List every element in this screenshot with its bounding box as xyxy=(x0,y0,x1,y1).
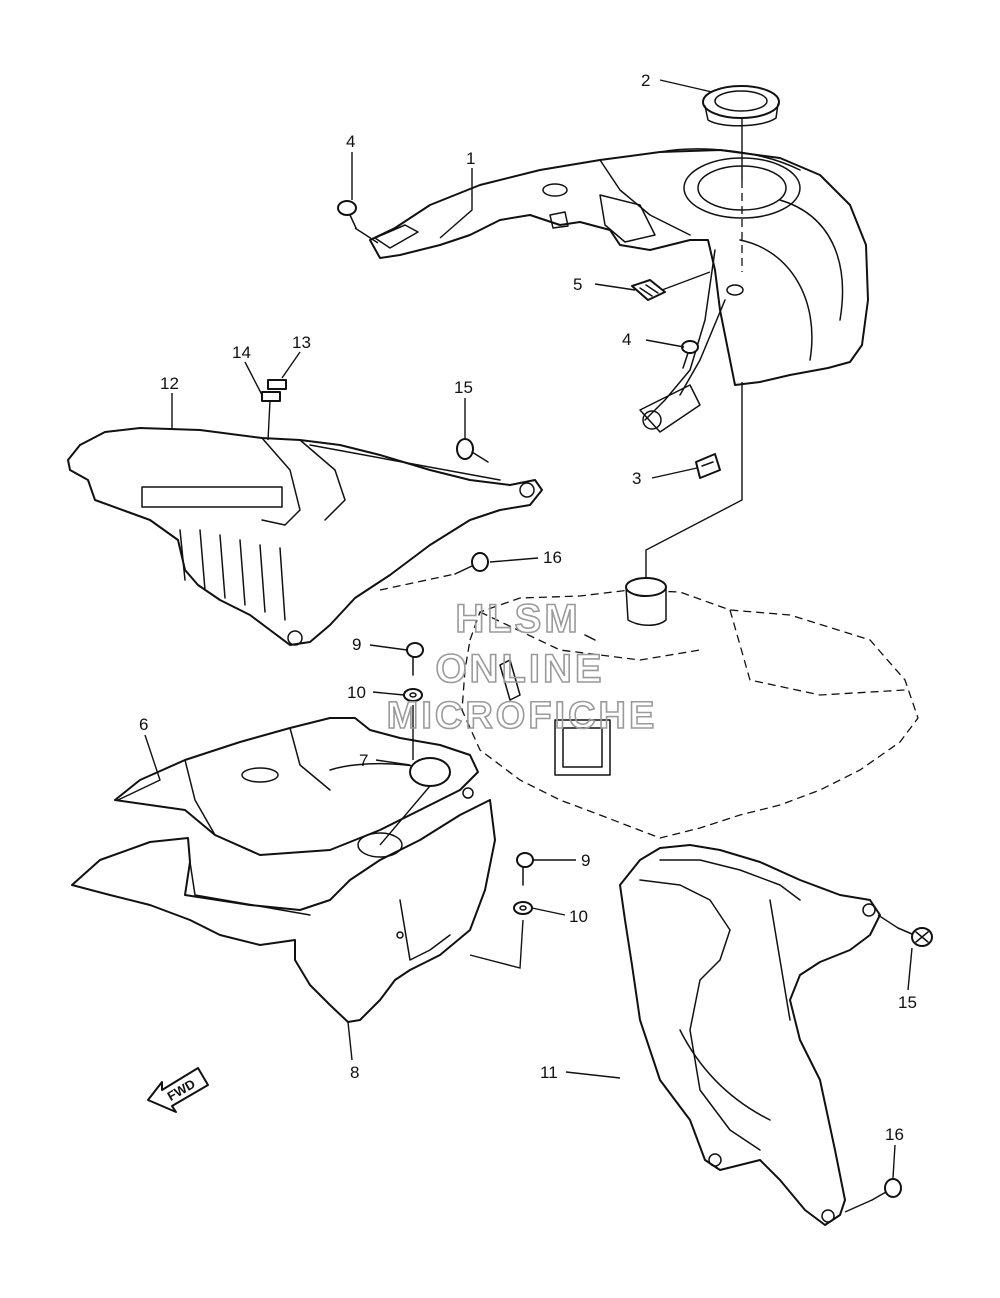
callout-3: 3 xyxy=(632,469,641,488)
callout-8: 8 xyxy=(350,1063,359,1082)
part-11-side-cover xyxy=(619,844,881,1226)
callout-labels: 1 2 3 4 4 5 6 7 8 9 9 10 10 11 12 13 14 … xyxy=(139,71,917,1144)
callout-9-lower: 9 xyxy=(581,851,590,870)
callout-5: 5 xyxy=(573,275,582,294)
part-1-tank-cover xyxy=(369,148,869,433)
callout-9-upper: 9 xyxy=(352,635,361,654)
callout-10-lower: 10 xyxy=(569,907,588,926)
part-14-pad xyxy=(261,391,281,402)
callout-1: 1 xyxy=(466,149,475,168)
callout-16-mid: 16 xyxy=(543,548,562,567)
watermark-line-1: HLSM xyxy=(455,597,580,641)
callout-10-upper: 10 xyxy=(347,683,366,702)
callout-4-mid: 4 xyxy=(622,330,631,349)
callout-15-right: 15 xyxy=(898,993,917,1012)
callout-15-upper: 15 xyxy=(454,378,473,397)
part-15-bolt-right xyxy=(897,927,933,947)
watermark-line-3: MICROFICHE xyxy=(387,695,658,737)
callout-16-lower: 16 xyxy=(885,1125,904,1144)
fwd-arrow: FWD xyxy=(147,1067,209,1113)
part-7-cap xyxy=(409,757,451,787)
watermark: HLSM ONLINE MICROFICHE xyxy=(386,596,658,738)
part-15-bolt-upper xyxy=(456,438,489,463)
part-9-bolt-lower xyxy=(516,852,534,886)
part-9-bolt-upper xyxy=(406,642,424,676)
callout-14: 14 xyxy=(232,343,251,362)
part-16-bolt-lower xyxy=(871,1178,902,1201)
callout-12: 12 xyxy=(160,374,179,393)
part-16-bolt-mid xyxy=(454,552,489,575)
callout-13: 13 xyxy=(292,333,311,352)
part-5-clip xyxy=(631,279,666,301)
part-6-side-cover xyxy=(114,717,479,856)
part-10-washer-lower xyxy=(513,901,533,915)
part-3-clip xyxy=(695,453,721,479)
watermark-line-2: ONLINE xyxy=(435,647,604,691)
callout-11: 11 xyxy=(540,1063,558,1082)
callout-7: 7 xyxy=(359,751,368,770)
fuel-cap-filler xyxy=(625,577,667,626)
part-2-grommet xyxy=(702,85,780,127)
part-12-side-cover xyxy=(67,427,543,646)
part-13-pad xyxy=(267,379,287,390)
part-8-side-cover xyxy=(71,787,496,1023)
callout-4-top: 4 xyxy=(346,132,355,151)
leader-lines xyxy=(117,79,913,1213)
callout-2: 2 xyxy=(641,71,650,90)
callout-6: 6 xyxy=(139,715,148,734)
part-4-screw-top xyxy=(337,200,357,229)
part-4-screw-mid xyxy=(681,340,699,369)
